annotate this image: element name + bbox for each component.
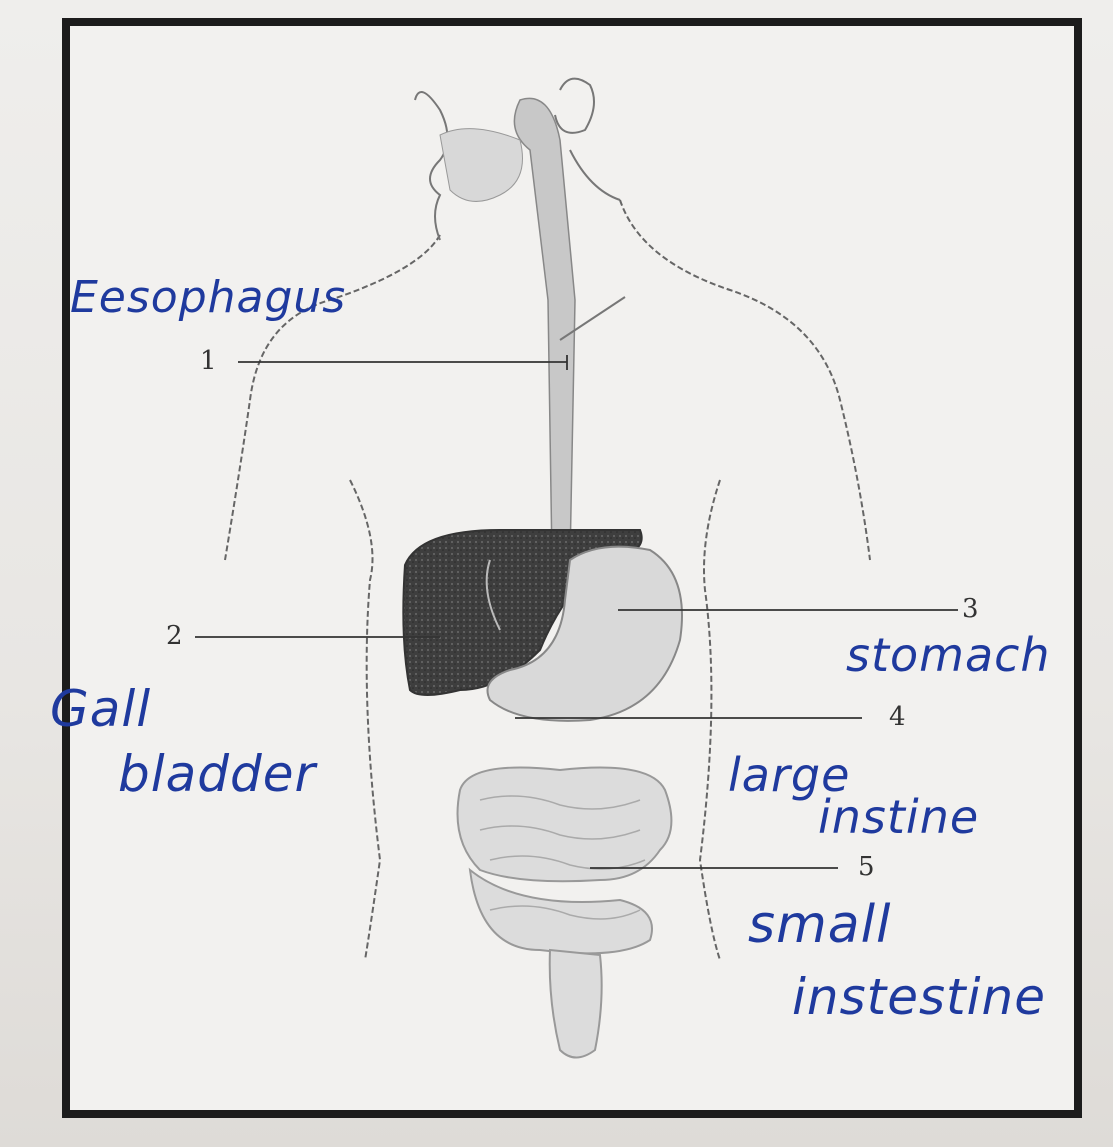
label-number-3: 3: [962, 594, 979, 624]
handwritten-stomach: stomach: [846, 628, 1051, 682]
handwritten-instestine: instestine: [792, 968, 1046, 1026]
mouth-cavity-shape: [440, 129, 523, 202]
handwritten-instine: instine: [818, 790, 979, 844]
label-number-1: 1: [200, 346, 217, 376]
label-number-2: 2: [166, 621, 183, 651]
handwritten-gall: Gall: [50, 680, 151, 738]
label-number-5: 5: [858, 852, 875, 882]
handwritten-esophagus: Eesophagus: [70, 272, 346, 323]
esophagus-shape: [514, 98, 575, 560]
handwritten-small: small: [748, 895, 892, 955]
label-number-4: 4: [889, 702, 906, 732]
handwritten-bladder: bladder: [118, 745, 316, 803]
